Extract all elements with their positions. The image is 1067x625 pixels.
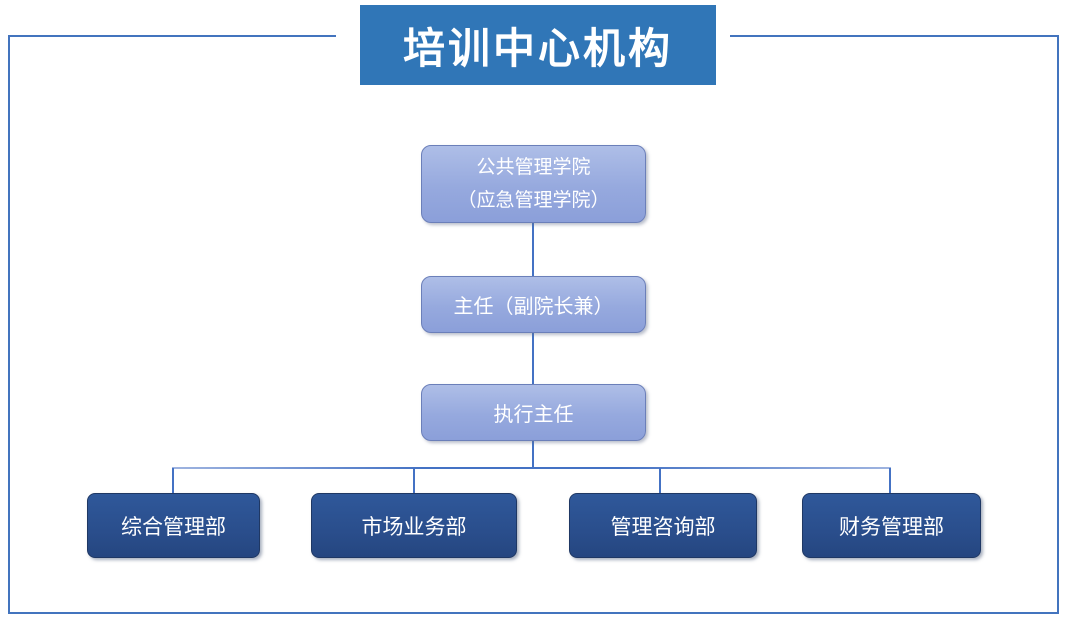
org-node-dept-general-management: 综合管理部 <box>87 493 260 558</box>
connector-drop-dept-3 <box>659 468 661 494</box>
connector-executive-stub <box>532 441 534 468</box>
connector-root-to-director <box>532 223 534 276</box>
connector-drop-dept-4 <box>889 468 891 494</box>
org-node-dept-market-business: 市场业务部 <box>311 493 517 558</box>
org-node-director: 主任（副院长兼） <box>421 276 646 333</box>
org-node-executive-director: 执行主任 <box>421 384 646 441</box>
org-node-dept-1-label: 综合管理部 <box>121 514 226 539</box>
connector-horizontal-bar <box>172 467 891 469</box>
org-node-root-line1: 公共管理学院 <box>476 157 591 178</box>
org-node-dept-4-label: 财务管理部 <box>839 514 944 539</box>
org-node-dept-3-label: 管理咨询部 <box>610 514 716 539</box>
org-node-root: 公共管理学院 （应急管理学院） <box>421 145 646 223</box>
connector-drop-dept-2 <box>413 468 415 494</box>
org-node-executive-director-label: 执行主任 <box>493 404 574 426</box>
chart-title: 培训中心机构 <box>402 24 673 72</box>
connector-director-to-executive <box>532 333 534 384</box>
org-node-dept-2-label: 市场业务部 <box>361 514 467 539</box>
org-node-director-label: 主任（副院长兼） <box>453 296 614 318</box>
org-node-dept-financial-management: 财务管理部 <box>802 493 981 558</box>
connector-drop-dept-1 <box>172 468 174 494</box>
org-node-dept-management-consulting: 管理咨询部 <box>569 493 757 558</box>
org-node-root-line2: （应急管理学院） <box>457 190 610 211</box>
chart-title-banner: 培训中心机构 <box>360 5 716 85</box>
